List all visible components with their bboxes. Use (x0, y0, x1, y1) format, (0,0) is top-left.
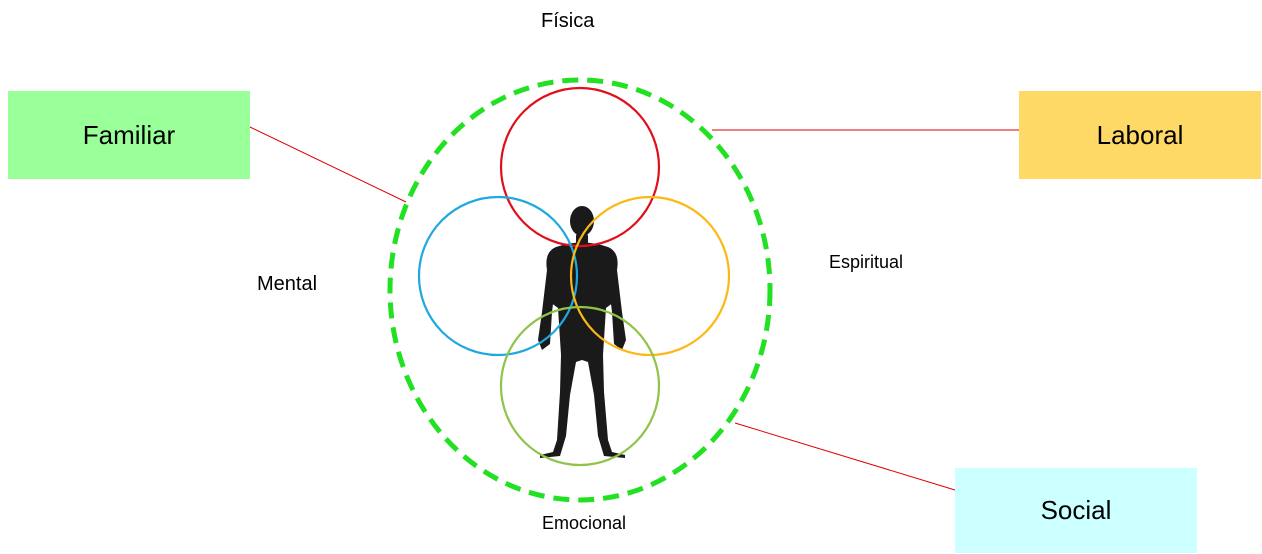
box-social: Social (955, 468, 1197, 553)
label-mental: Mental (257, 273, 317, 296)
box-laboral-label: Laboral (1097, 120, 1184, 151)
connector-familiar (250, 127, 406, 202)
box-social-label: Social (1041, 495, 1112, 526)
label-espiritual: Espiritual (829, 252, 903, 273)
human-silhouette-icon (538, 206, 626, 458)
connector-social (735, 423, 955, 490)
box-familiar-label: Familiar (83, 120, 175, 151)
label-emocional: Emocional (542, 513, 626, 534)
label-fisica: Física (541, 10, 594, 33)
box-laboral: Laboral (1019, 91, 1261, 179)
box-familiar: Familiar (8, 91, 250, 179)
